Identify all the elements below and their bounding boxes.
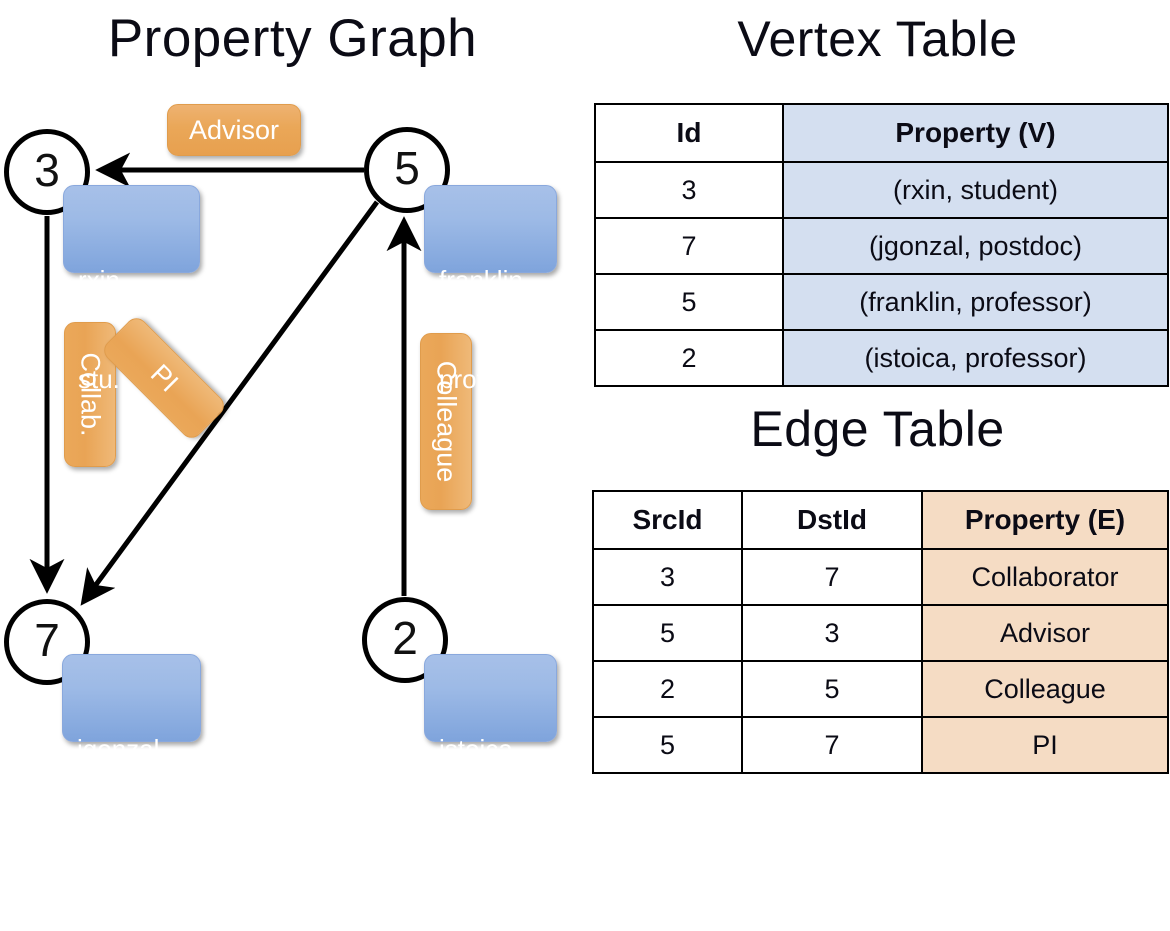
edge-line-5-to-7 [80,200,380,606]
table-row: 5 (franklin, professor) [594,273,1169,331]
edge-table-header-srcid: SrcId [592,490,743,550]
edge-label-advisor: Advisor [167,104,301,156]
edge-table-header-property: Property (E) [921,490,1169,550]
vertex-table-header-id: Id [594,103,784,163]
vertex-callout-2-line2: prof. [439,833,492,863]
vertex-table: Id Property (V) 3 (rxin, student) 7 (jgo… [594,103,1169,387]
edge-row-2-src: 2 [592,660,743,718]
edge-row-1-property: Advisor [921,604,1169,662]
graph-node-5-label: 5 [394,142,420,194]
edge-row-0-dst: 7 [741,548,923,606]
edge-label-advisor-text: Advisor [188,114,280,145]
graph-node-5[interactable]: 5 [364,127,450,213]
vertex-callout-5-line1: franklin, [439,265,531,295]
vertex-callout-7-line1: jgonzal, [77,734,167,764]
graph-node-7-label: 7 [34,614,60,666]
page-title-vertex-table: Vertex Table [737,11,1018,67]
vertex-row-1-id: 7 [594,217,784,275]
vertex-row-0-property: (rxin, student) [782,161,1169,219]
page-title-property-graph: Property Graph [107,9,478,68]
edge-row-2-property: Colleague [921,660,1169,718]
graph-node-2[interactable]: 2 [362,597,448,683]
property-graph-diagram: 3 5 7 2 rxin stu. franklin, prof. jgonza… [0,0,585,863]
table-row: 5 7 PI [592,716,1169,774]
edge-row-1-dst: 3 [741,604,923,662]
edge-label-colleague: Colleague [420,333,472,510]
edge-row-1-src: 5 [592,604,743,662]
graph-node-2-label: 2 [392,612,418,664]
edge-row-2-dst: 5 [741,660,923,718]
vertex-callout-5: franklin, prof. [424,185,557,394]
vertex-callout-7-line2: pst.doc. [77,833,169,863]
edge-row-0-src: 3 [592,548,743,606]
vertex-callout-5-line2: prof. [439,364,492,394]
table-row: 2 (istoica, professor) [594,329,1169,387]
vertex-row-2-property: (franklin, professor) [782,273,1169,331]
table-row: 3 (rxin, student) [594,161,1169,219]
vertex-row-1-property: (jgonzal, postdoc) [782,217,1169,275]
edge-row-0-property: Collaborator [921,548,1169,606]
vertex-callout-3-line1: rxin [78,265,120,295]
graph-edge-lines [29,152,422,606]
vertex-row-2-id: 5 [594,273,784,331]
vertex-row-3-id: 2 [594,329,784,387]
vertex-callout-7: jgonzal, pst.doc. [62,654,201,863]
edge-row-3-property: PI [921,716,1169,774]
edge-table-header-dstid: DstId [741,490,923,550]
edge-table-header-row: SrcId DstId Property (E) [592,490,1169,550]
vertex-callout-2-line1: istoica [439,734,513,764]
edge-row-3-dst: 7 [741,716,923,774]
edge-row-3-src: 5 [592,716,743,774]
table-row: 5 3 Advisor [592,604,1169,662]
vertex-row-3-property: (istoica, professor) [782,329,1169,387]
vertex-callout-3-line2: stu. [78,364,120,394]
page-title-edge-table: Edge Table [750,401,1005,457]
table-row: 3 7 Collaborator [592,548,1169,606]
vertex-table-header-property: Property (V) [782,103,1169,163]
table-row: 7 (jgonzal, postdoc) [594,217,1169,275]
table-row: 2 5 Colleague [592,660,1169,718]
vertex-callout-2: istoica prof. [424,654,557,863]
edge-table: SrcId DstId Property (E) 3 7 Collaborato… [592,490,1169,774]
vertex-table-header-row: Id Property (V) [594,103,1169,163]
vertex-callout-3: rxin stu. [63,185,200,394]
vertex-row-0-id: 3 [594,161,784,219]
graph-node-3-label: 3 [34,144,60,196]
